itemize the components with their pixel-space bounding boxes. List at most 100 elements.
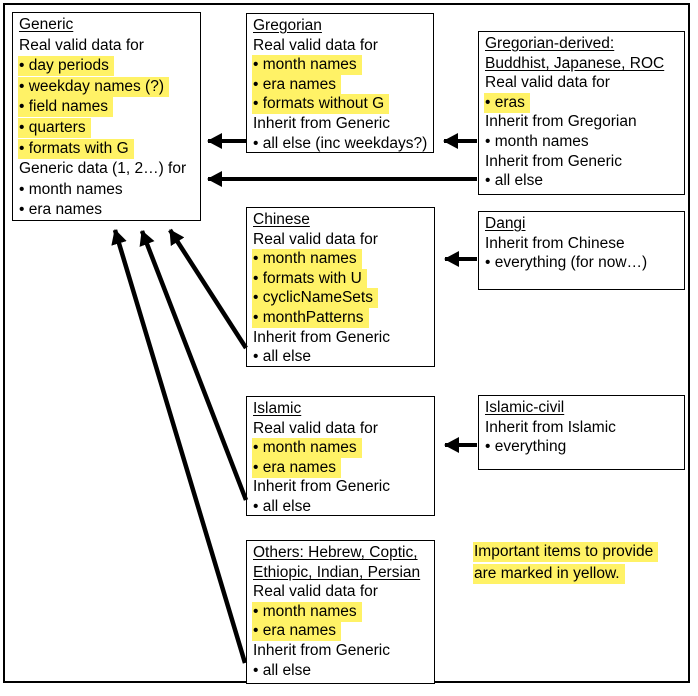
highlighted-text: • month names bbox=[252, 249, 362, 270]
highlighted-text: • weekday names (?) bbox=[18, 76, 169, 97]
text-line: • all else bbox=[253, 497, 434, 517]
text-line: Gregorian-derived: bbox=[485, 34, 684, 54]
text-line: • eras bbox=[484, 92, 684, 113]
text: Inherit from Generic bbox=[253, 641, 390, 659]
text: Generic data (1, 2…) for bbox=[19, 160, 187, 178]
text: Real valid data for bbox=[485, 74, 610, 92]
highlighted-text: • era names bbox=[252, 457, 341, 478]
text-line: • formats without G bbox=[252, 94, 433, 115]
text-line: Inherit from Generic bbox=[253, 641, 434, 661]
text-line: Gregorian bbox=[253, 16, 433, 36]
text: • all else bbox=[253, 661, 311, 679]
text-line: • day periods bbox=[18, 56, 200, 77]
text-line: • era names bbox=[252, 621, 434, 642]
box-others: Others: Hebrew, Coptic, Ethiopic, Indian,… bbox=[246, 540, 435, 684]
text-line: • all else bbox=[253, 661, 434, 681]
text-line: Inherit from Generic bbox=[253, 477, 434, 497]
highlighted-text: • quarters bbox=[18, 117, 91, 138]
box-gregorian-derived: Gregorian-derived:Buddhist, Japanese, RO… bbox=[478, 31, 685, 195]
text-line: Important items to provide bbox=[473, 541, 690, 563]
text-line: • era names bbox=[252, 74, 433, 95]
text-line: • era names bbox=[19, 200, 200, 221]
text-line: Inherit from Islamic bbox=[485, 418, 684, 438]
text-line: • month names bbox=[252, 55, 433, 76]
text: Real valid data for bbox=[253, 419, 378, 437]
text: Inherit from Generic bbox=[253, 478, 390, 496]
text: Ethiopic, Indian, Persian bbox=[253, 563, 421, 581]
text: • all else bbox=[253, 497, 311, 515]
text: Generic bbox=[19, 16, 74, 33]
text-line: Real valid data for bbox=[19, 36, 200, 57]
text-line: • month names bbox=[252, 249, 434, 270]
text-line: • all else (inc weekdays?) bbox=[253, 134, 433, 154]
text-line: Generic data (1, 2…) for bbox=[19, 159, 200, 180]
highlighted-text: • formats without G bbox=[252, 94, 390, 115]
highlighted-text: • era names bbox=[252, 621, 341, 642]
text-line: Ethiopic, Indian, Persian bbox=[253, 563, 434, 583]
text-line: • weekday names (?) bbox=[18, 76, 200, 98]
text-line: Real valid data for bbox=[253, 230, 434, 250]
text-line: • cyclicNameSets bbox=[252, 288, 434, 309]
text-line: • month names bbox=[485, 132, 684, 152]
text-line: Inherit from Generic bbox=[253, 328, 434, 348]
highlighted-text: • field names bbox=[18, 97, 113, 118]
text-line: Real valid data for bbox=[253, 36, 433, 56]
text-line: Inherit from Generic bbox=[253, 114, 433, 134]
text: • everything bbox=[485, 438, 567, 456]
highlighted-text: • month names bbox=[252, 601, 362, 622]
text-line: • everything (for now…) bbox=[485, 253, 684, 273]
text: Real valid data for bbox=[253, 230, 378, 248]
text-line: Real valid data for bbox=[253, 419, 434, 439]
text: Gregorian bbox=[253, 17, 322, 34]
text: Real valid data for bbox=[253, 36, 378, 54]
text: Inherit from Gregorian bbox=[485, 113, 637, 131]
text: Chinese bbox=[253, 211, 310, 228]
text-line: • quarters bbox=[18, 117, 200, 139]
highlighted-text: • formats with U bbox=[252, 268, 367, 289]
text: • month names bbox=[19, 180, 123, 198]
highlighted-text: • cyclicNameSets bbox=[252, 288, 378, 309]
text-line: Others: Hebrew, Coptic, bbox=[253, 543, 434, 563]
highlighted-text: • eras bbox=[484, 92, 530, 113]
highlighted-text: • month names bbox=[252, 438, 362, 459]
text-line: • all else bbox=[253, 347, 434, 367]
text-line: are marked in yellow. bbox=[473, 563, 690, 585]
text: • era names bbox=[19, 201, 102, 219]
text: Others: Hebrew, Coptic, bbox=[253, 544, 418, 561]
highlighted-text: • monthPatterns bbox=[252, 307, 369, 328]
highlighted-text: • day periods bbox=[18, 56, 114, 77]
text: • month names bbox=[485, 132, 589, 150]
text-line: Inherit from Gregorian bbox=[485, 112, 684, 132]
highlighted-text: are marked in yellow. bbox=[473, 564, 625, 584]
text-line: • era names bbox=[252, 457, 434, 478]
text: Inherit from Generic bbox=[253, 114, 390, 132]
highlighted-text: Important items to provide bbox=[473, 542, 659, 562]
text: Real valid data for bbox=[19, 36, 144, 54]
text-line: • formats with U bbox=[252, 268, 434, 289]
text: Inherit from Generic bbox=[253, 328, 390, 346]
text: • all else bbox=[485, 172, 543, 190]
text-line: • month names bbox=[252, 438, 434, 459]
text-line: Generic bbox=[19, 15, 200, 36]
text: Inherit from Islamic bbox=[485, 418, 616, 436]
text-line: • monthPatterns bbox=[252, 307, 434, 328]
text-line: Chinese bbox=[253, 210, 434, 230]
text-line: Islamic bbox=[253, 399, 434, 419]
text: Real valid data for bbox=[253, 583, 378, 601]
text-line: • all else bbox=[485, 171, 684, 191]
text-line: Real valid data for bbox=[485, 73, 684, 93]
text-line: • formats with G bbox=[18, 138, 200, 160]
text-line: • month names bbox=[19, 180, 200, 201]
text: Islamic bbox=[253, 400, 302, 417]
text-line: Islamic-civil bbox=[485, 398, 684, 418]
text-line: Inherit from Generic bbox=[485, 152, 684, 172]
text: Gregorian-derived: bbox=[485, 35, 615, 52]
text-line: Dangi bbox=[485, 214, 684, 234]
